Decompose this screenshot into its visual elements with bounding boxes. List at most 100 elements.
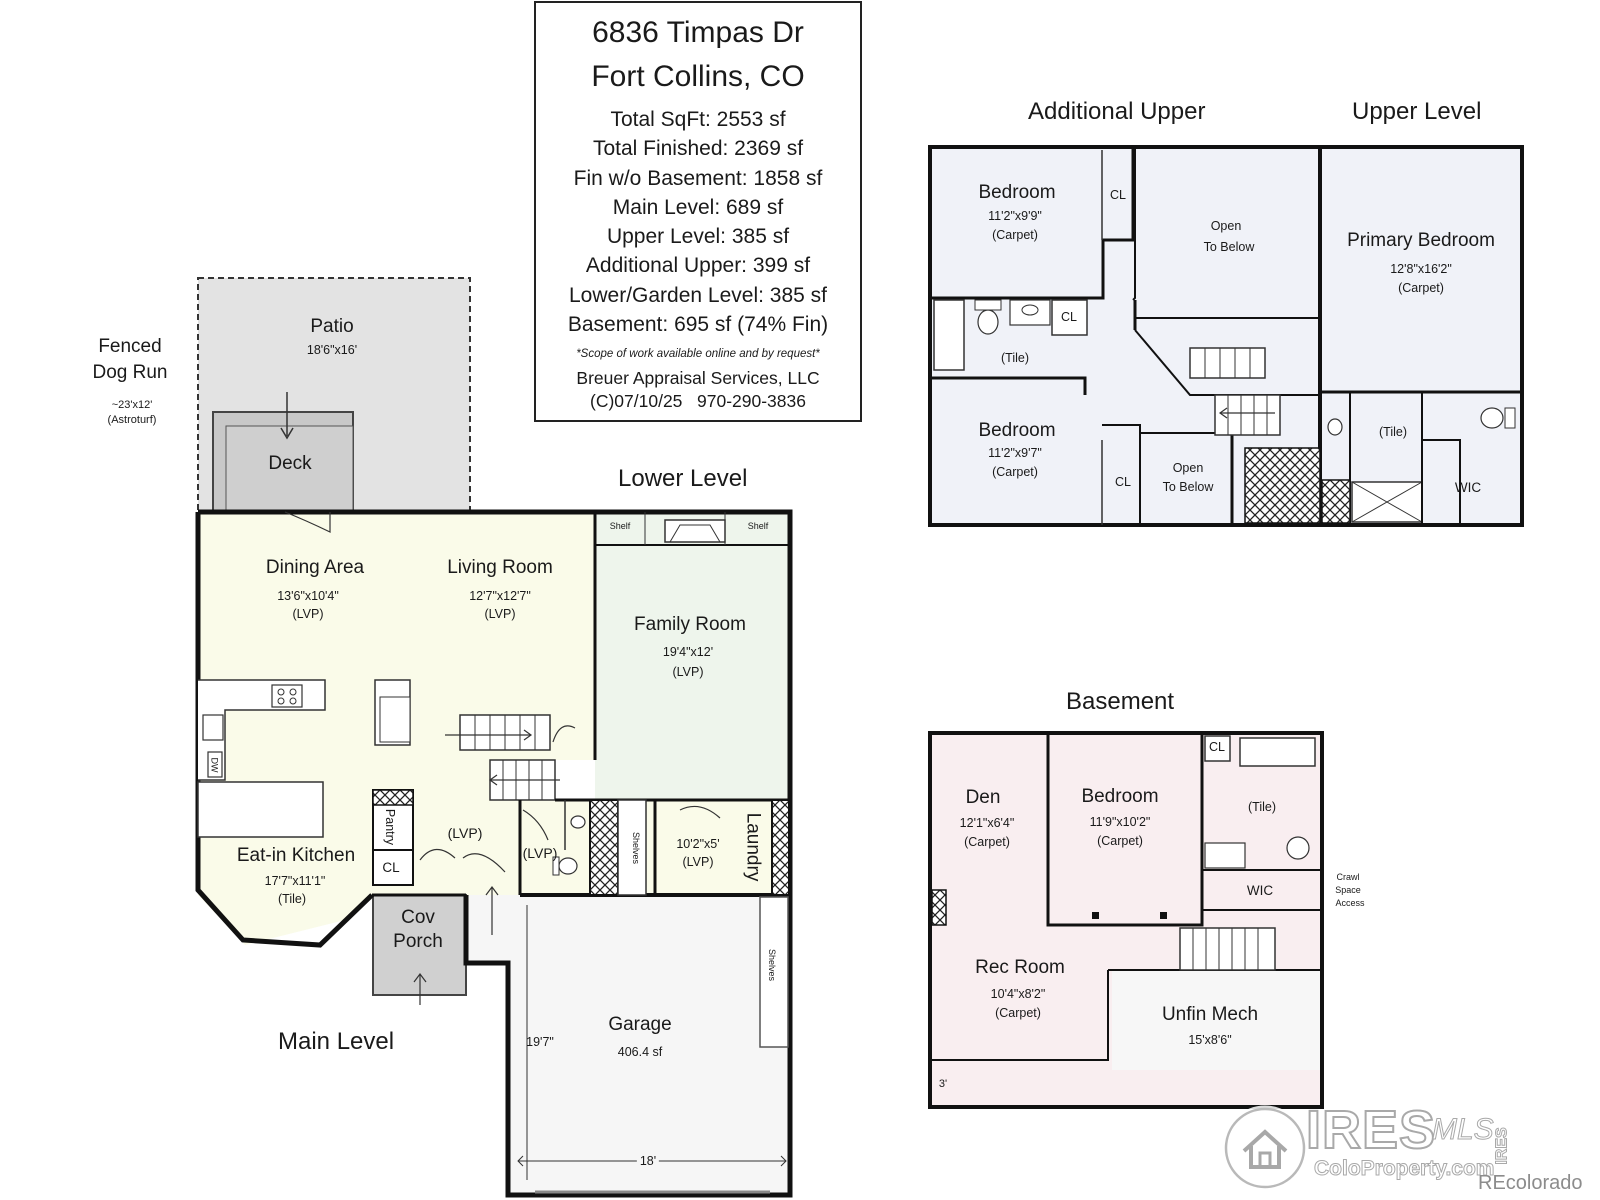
- bedroom-1-floor: (Carpet): [992, 228, 1038, 242]
- pantry-label: Pantry: [383, 808, 398, 846]
- rec-room-floor: (Carpet): [995, 1006, 1041, 1020]
- closet-3-label: CL: [1115, 475, 1131, 489]
- den-label: Den: [965, 787, 1001, 808]
- fenced-dim: ~23'x12': [111, 399, 153, 411]
- watermark-side: IRES: [1493, 1127, 1511, 1165]
- basement-corner-dim: 3': [938, 1078, 948, 1090]
- patio-label: Patio: [310, 316, 354, 337]
- basement-wic-label: WIC: [1246, 883, 1274, 898]
- rec-room-label: Rec Room: [975, 957, 1065, 978]
- kitchen-label: Eat-in Kitchen: [236, 845, 356, 866]
- lower-shelves-label: Shelves: [631, 831, 642, 865]
- closet-1-label: CL: [1110, 188, 1126, 202]
- fenced-label-2: Dog Run: [92, 362, 168, 383]
- stat-total-sqft: Total SqFt: 2553 sf: [610, 108, 786, 131]
- open-to-below-1b: To Below: [1203, 240, 1255, 254]
- patio-dim: 18'6"x16': [306, 343, 358, 357]
- bedroom-1-dim: 11'2"x9'9": [988, 209, 1042, 223]
- bath-upper-floor: (Tile): [1000, 351, 1030, 365]
- basement-bath-floor: (Tile): [1247, 800, 1277, 814]
- foyer-floor: (LVP): [447, 825, 483, 841]
- dining-dim: 13'6"x10'4": [277, 589, 339, 603]
- basement-bedroom-label: Bedroom: [1081, 786, 1159, 807]
- dishwasher-label: DW: [209, 757, 220, 773]
- living-dim: 12'7"x12'7": [469, 589, 531, 603]
- closet-label-kitchen: CL: [382, 860, 400, 875]
- level-title-basement: Basement: [1066, 688, 1175, 715]
- primary-bedroom-dim: 12'8"x16'2": [1390, 262, 1452, 276]
- living-label: Living Room: [447, 557, 553, 578]
- open-to-below-1a: Open: [1210, 219, 1242, 233]
- watermark-mls: MLS: [1432, 1113, 1495, 1147]
- fenced-floor: (Astroturf): [107, 414, 157, 426]
- company-name: Breuer Appraisal Services, LLC: [576, 368, 820, 389]
- basement-closet-label: CL: [1209, 740, 1225, 754]
- address-line-2: Fort Collins, CO: [591, 60, 805, 93]
- stat-basement: Basement: 695 sf (74% Fin): [567, 313, 829, 337]
- shelf-left-label: Shelf: [609, 521, 631, 531]
- property-info-box: 6836 Timpas Dr Fort Collins, CO Total Sq…: [534, 1, 862, 422]
- appraiser-credit: Breuer Appraisal Services, LLC (C)07/10/…: [536, 367, 860, 413]
- watermark-site: ColoProperty.com: [1313, 1157, 1495, 1181]
- ires-watermark: IRES MLS ColoProperty.com IRES: [1222, 1099, 1522, 1195]
- garage-depth: 19'7": [526, 1035, 554, 1049]
- basement-bedroom-floor: (Carpet): [1097, 834, 1143, 848]
- porch-label-2: Porch: [393, 931, 443, 952]
- closet-2-label: CL: [1061, 310, 1077, 324]
- living-floor: (LVP): [484, 607, 516, 621]
- stat-lower-level: Lower/Garden Level: 385 sf: [569, 283, 827, 307]
- primary-bath-floor: (Tile): [1378, 425, 1408, 439]
- level-title-lower: Lower Level: [618, 465, 748, 492]
- address-line-1: 6836 Timpas Dr: [592, 16, 804, 49]
- garage-shelves-label: Shelves: [767, 948, 778, 982]
- garage-width: 18': [636, 1154, 660, 1168]
- shelf-right-label: Shelf: [747, 521, 769, 531]
- house-logo-icon: [1222, 1105, 1308, 1191]
- garage-floor: [466, 895, 790, 1195]
- open-to-below-2b: To Below: [1162, 480, 1214, 494]
- deck-label: Deck: [268, 453, 312, 474]
- kitchen-dim: 17'7"x11'1": [264, 874, 326, 888]
- primary-bedroom-floor: (Carpet): [1398, 281, 1444, 295]
- contact-info: (C)07/10/25 970-290-3836: [590, 391, 806, 412]
- family-room-floor: (LVP): [672, 665, 704, 679]
- half-bath-floor: (LVP): [522, 845, 558, 861]
- rec-room-dim: 10'4"x8'2": [990, 987, 1046, 1001]
- laundry-dim: 10'2"x5': [676, 837, 720, 851]
- stat-fin-wo-basement: Fin w/o Basement: 1858 sf: [573, 166, 823, 190]
- bedroom-2-floor: (Carpet): [992, 465, 1038, 479]
- stat-total-finished: Total Finished: 2369 sf: [592, 137, 804, 161]
- dining-floor: (LVP): [292, 607, 324, 621]
- primary-wic-label: WIC: [1454, 480, 1482, 495]
- garage-area: 406.4 sf: [617, 1045, 663, 1059]
- stat-additional-upper: Additional Upper: 399 sf: [585, 254, 811, 278]
- porch-label-1: Cov: [401, 907, 435, 928]
- crawl-space-1: Crawl: [1336, 872, 1360, 882]
- bedroom-1-label: Bedroom: [978, 182, 1056, 203]
- lower-level-floor: [595, 512, 790, 802]
- primary-bedroom-label: Primary Bedroom: [1347, 230, 1495, 251]
- upper-level-floor: [930, 147, 1522, 525]
- family-room-label: Family Room: [634, 614, 746, 635]
- crawl-space-3: Access: [1335, 898, 1365, 908]
- stat-main-level: Main Level: 689 sf: [612, 195, 784, 219]
- family-room-dim: 19'4"x12': [662, 645, 714, 659]
- level-title-additional-upper: Additional Upper: [1028, 98, 1206, 125]
- laundry-label: Laundry: [742, 812, 764, 882]
- area-stats: Total SqFt: 2553 sf Total Finished: 2369…: [536, 105, 860, 339]
- level-title-upper: Upper Level: [1352, 98, 1482, 125]
- stat-upper-level: Upper Level: 385 sf: [606, 225, 790, 249]
- scope-note: *Scope of work available online and by r…: [576, 348, 820, 361]
- fenced-label-1: Fenced: [98, 336, 162, 357]
- watermark-brand: IRES: [1305, 1099, 1437, 1161]
- laundry-floor: (LVP): [682, 855, 714, 869]
- mech-room-dim: 15'x8'6": [1188, 1033, 1232, 1047]
- recolorado-watermark: REcolorado: [1478, 1172, 1583, 1194]
- level-title-main: Main Level: [278, 1028, 395, 1055]
- crawl-space-2: Space: [1335, 885, 1361, 895]
- bedroom-2-dim: 11'2"x9'7": [988, 446, 1042, 460]
- den-floor: (Carpet): [964, 835, 1010, 849]
- garage-label: Garage: [608, 1014, 672, 1035]
- basement-bedroom-dim: 11'9"x10'2": [1089, 815, 1151, 829]
